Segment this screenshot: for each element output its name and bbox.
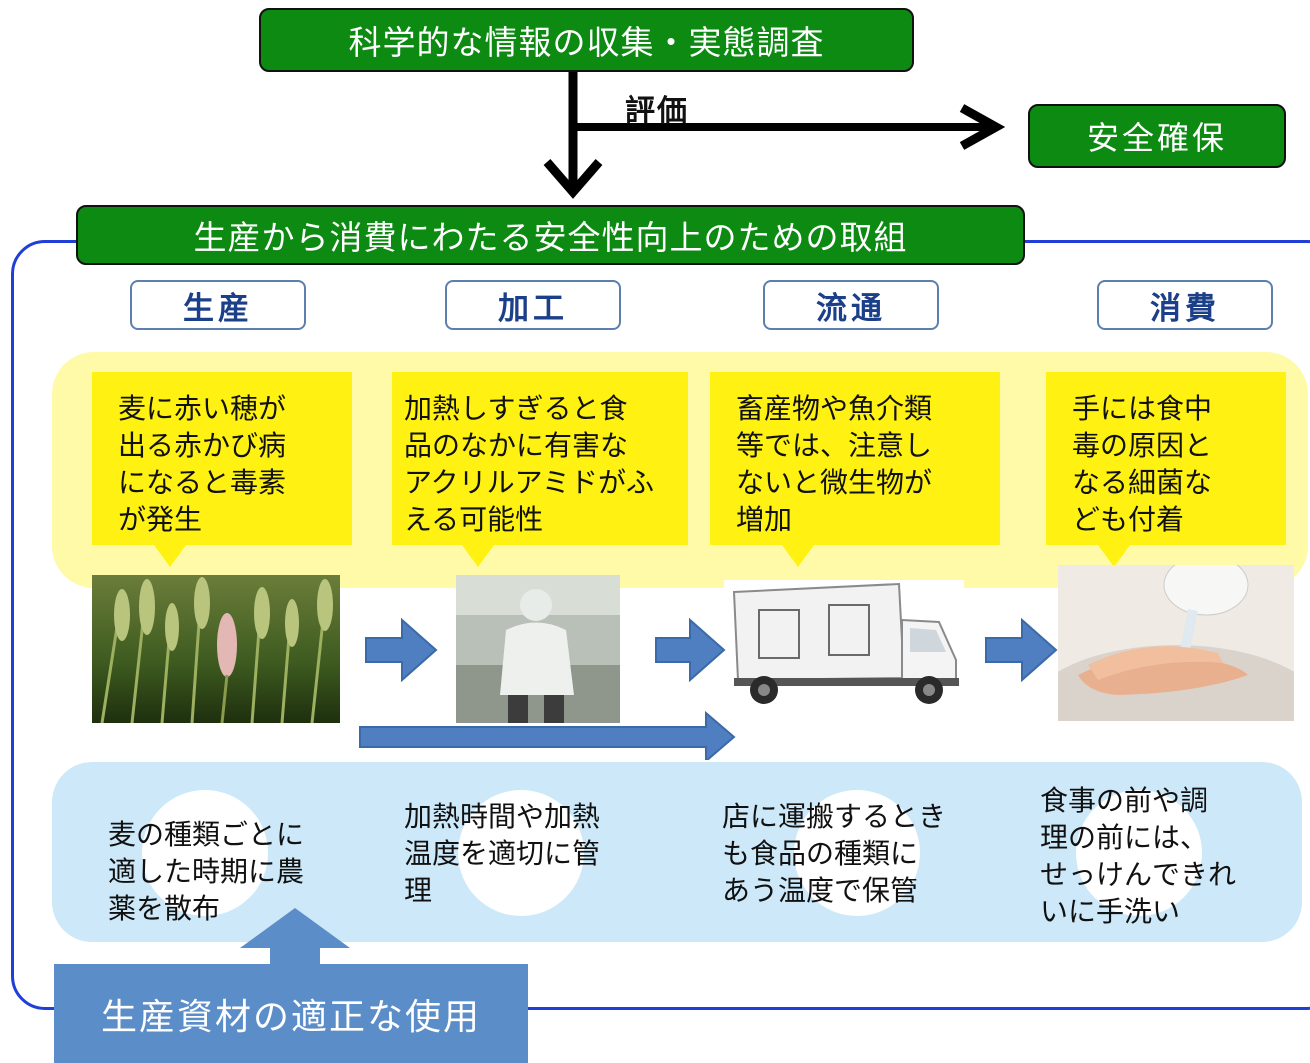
note-line: なる細菌な (1072, 466, 1213, 499)
note-line: ども付着 (1072, 503, 1185, 536)
arrow-distribution-to-consumption (985, 617, 1058, 683)
stage-distribution-label: 流通 (816, 290, 886, 327)
measure-distribution: 店に運搬するとき も食品の種類に あう温度で保管 (722, 798, 946, 909)
note-line: 加熱しすぎると食 (404, 392, 628, 425)
measure-production: 麦の種類ごとに 適した時期に農 薬を散布 (108, 816, 304, 927)
hazard-note-processing: 加熱しすぎると食 品のなかに有害な アクリルアミドがふ える可能性 (392, 372, 688, 545)
note-line: える可能性 (404, 503, 544, 536)
note-line: になると毒素 (118, 466, 287, 499)
measure-consumption: 食事の前や調 理の前には、 せっけんできれ いに手洗い (1040, 782, 1236, 930)
measure-processing: 加熱時間や加熱 温度を適切に管 理 (404, 798, 600, 909)
measure-line: 理の前には、 (1040, 821, 1209, 854)
hazard-note-production: 麦に赤い穂が 出る赤かび病 になると毒素 が発生 (92, 372, 352, 545)
measure-line: 加熱時間や加熱 (404, 800, 601, 833)
stage-consumption-label: 消費 (1150, 290, 1220, 327)
note-line: アクリルアミドがふ (404, 466, 655, 499)
circle-consumption (1076, 790, 1202, 916)
hazard-note-consumption: 手には食中 毒の原因と なる細菌な ども付着 (1046, 372, 1286, 545)
measure-line: せっけんできれ (1040, 858, 1237, 891)
efforts-title: 生産から消費にわたる安全性向上のための取組 (193, 218, 908, 257)
note-line: 出る赤かび病 (118, 429, 287, 462)
measure-line: いに手洗い (1040, 895, 1181, 928)
note-tail-distribution (782, 545, 814, 567)
note-line: 等では、注意し (736, 429, 933, 462)
materials-label: 生産資材の適正な使用 (100, 996, 481, 1038)
refrigerated-truck-photo (724, 580, 964, 710)
measure-line: あう温度で保管 (722, 874, 919, 907)
circle-production (142, 790, 268, 916)
note-line: 麦に赤い穂が (118, 392, 287, 425)
circle-distribution (794, 790, 920, 916)
measure-line: 薬を散布 (108, 892, 221, 925)
safety-box: 安全確保 (1028, 104, 1286, 168)
measure-line: 店に運搬するとき (722, 800, 947, 833)
hand-washing-photo (1058, 565, 1294, 721)
stage-production: 生産 (130, 280, 306, 330)
measure-line: も食品の種類に (722, 837, 919, 870)
note-line: 増加 (736, 503, 793, 536)
stage-processing: 加工 (445, 280, 621, 330)
note-tail-production (154, 545, 186, 567)
wheat-field-photo (92, 575, 340, 723)
arrow-production-to-processing (365, 617, 438, 683)
measure-line: 適した時期に農 (108, 855, 305, 888)
measure-line: 温度を適切に管 (404, 837, 601, 870)
note-line: ないと微生物が (736, 466, 933, 499)
note-line: 品のなかに有害な (404, 429, 629, 462)
note-line: 毒の原因と (1072, 429, 1213, 462)
measure-line: 麦の種類ごとに (108, 818, 305, 851)
arrow-long-to-distribution (359, 710, 736, 760)
eval-label: 評価 (625, 94, 689, 129)
down-arrow-head (543, 159, 603, 199)
stage-distribution: 流通 (763, 280, 939, 330)
up-arrow (240, 908, 350, 988)
stage-production-label: 生産 (183, 290, 253, 327)
circle-processing (458, 790, 584, 916)
note-line: 手には食中 (1072, 392, 1213, 425)
arrow-processing-to-distribution (655, 617, 726, 683)
note-tail-consumption (1098, 545, 1130, 567)
measure-line: 理 (404, 874, 433, 907)
materials-box: 生産資材の適正な使用 (54, 964, 528, 1063)
right-arrow-head (959, 104, 1006, 150)
hazard-note-distribution: 畜産物や魚介類 等では、注意し ないと微生物が 増加 (710, 372, 1000, 545)
note-tail-processing (462, 545, 494, 567)
flow-arrows (543, 72, 1006, 199)
stage-arrows (359, 617, 1058, 760)
note-line: が発生 (118, 503, 203, 536)
survey-box-label: 科学的な情報の収集・実態調査 (348, 23, 825, 62)
measure-line: 食事の前や調 (1040, 784, 1209, 817)
survey-box: 科学的な情報の収集・実態調査 (259, 8, 914, 72)
efforts-title-box: 生産から消費にわたる安全性向上のための取組 (76, 205, 1025, 265)
stage-consumption: 消費 (1097, 280, 1273, 330)
note-line: 畜産物や魚介類 (736, 392, 933, 425)
safety-box-label: 安全確保 (1086, 119, 1227, 157)
food-factory-worker-photo (456, 575, 620, 723)
stage-processing-label: 加工 (498, 290, 568, 327)
